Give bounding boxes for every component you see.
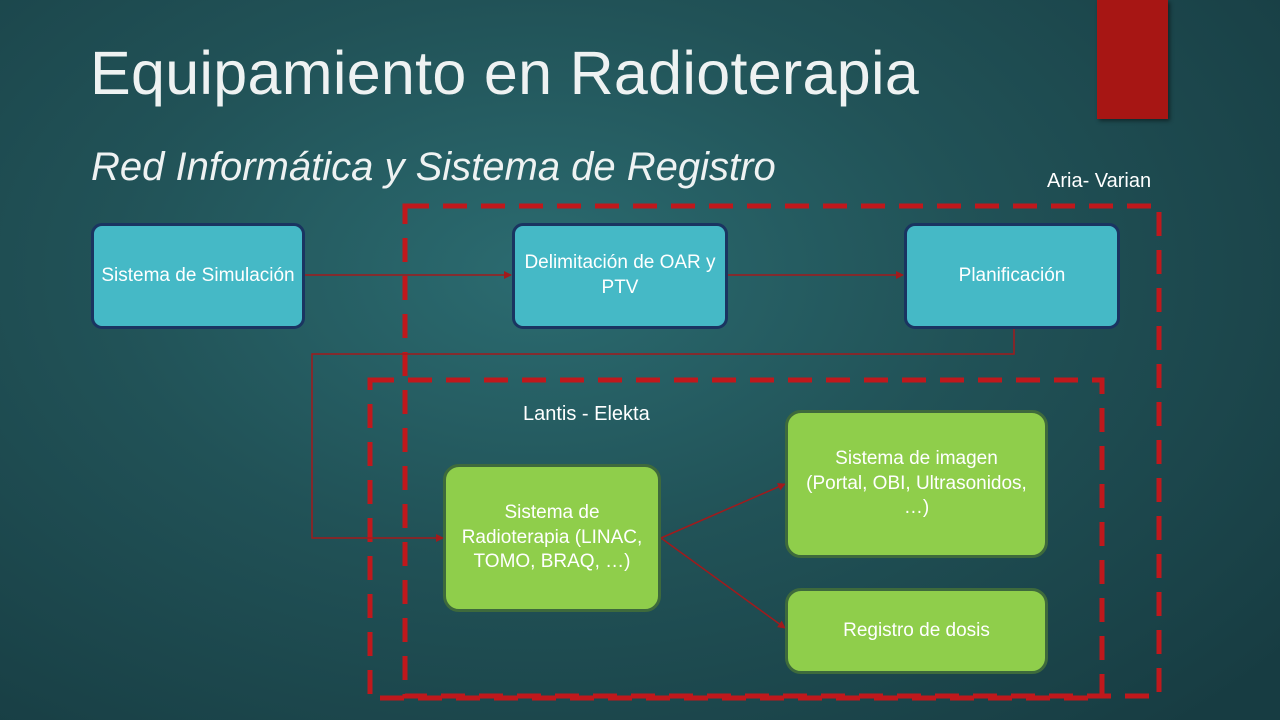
node-registro-dosis: Registro de dosis (785, 588, 1048, 674)
arrow-planificacion-to-radioterapia (311, 328, 1015, 542)
node-sistema-radioterapia-label: Sistema de Radioterapia (LINAC, TOMO, BR… (461, 501, 643, 573)
slide-subtitle: Red Informática y Sistema de Registro (91, 145, 776, 189)
accent-bar (1097, 0, 1168, 119)
node-planificacion-label: Planificación (958, 264, 1066, 286)
node-sistema-radioterapia: Sistema de Radioterapia (LINAC, TOMO, BR… (443, 464, 661, 612)
node-planificacion: Planificación (904, 223, 1120, 329)
slide-title: Equipamiento en Radioterapia (90, 39, 920, 107)
node-sistema-simulacion: Sistema de Simulación (91, 223, 305, 329)
node-delimitacion-label: Delimitación de OAR y PTV (524, 252, 716, 298)
lantis-elekta-label: Lantis - Elekta (523, 403, 650, 425)
node-sistema-imagen-label: Sistema de imagen (Portal, OBI, Ultrason… (806, 447, 1027, 519)
arrow-radioterapia-to-imagen (660, 483, 786, 539)
node-sistema-imagen: Sistema de imagen (Portal, OBI, Ultrason… (785, 410, 1048, 558)
aria-varian-frame (402, 203, 1162, 699)
arrow-radioterapia-to-dosis (660, 537, 786, 629)
node-registro-dosis-label: Registro de dosis (843, 619, 990, 641)
node-delimitacion: Delimitación de OAR y PTV (512, 223, 728, 329)
lantis-elekta-frame (367, 377, 1105, 701)
node-sistema-simulacion-label: Sistema de Simulación (101, 264, 295, 286)
aria-varian-label: Aria- Varian (1047, 170, 1152, 192)
